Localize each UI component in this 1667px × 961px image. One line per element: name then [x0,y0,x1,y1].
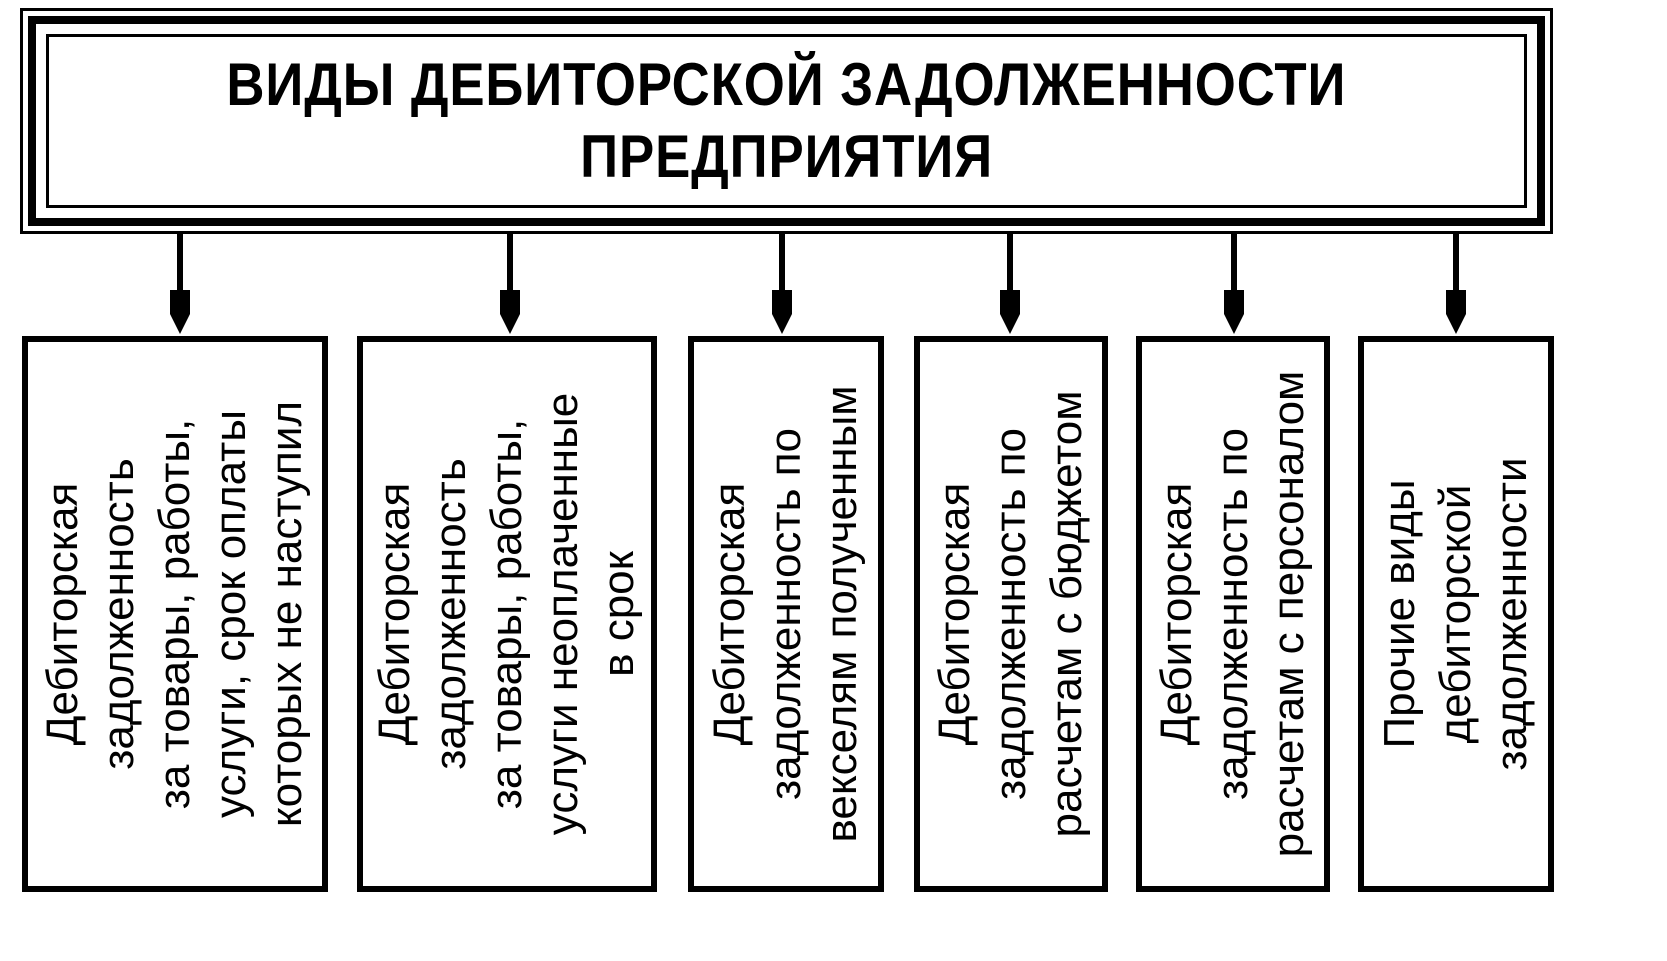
category-box-6: Прочие виды дебиторской задолженности [1358,336,1554,892]
arrow-down-icon [170,234,190,334]
arrow-down-icon [1224,234,1244,334]
category-text-5: Дебиторская задолженность по расчетам с … [1149,354,1317,874]
category-line: задолженность [426,458,475,770]
category-text-2: Дебиторская задолженность за товары, раб… [367,354,647,874]
category-text-1: Дебиторская задолженность за товары, раб… [35,354,315,874]
header-frame-outer [20,8,1553,234]
category-line: векселям полученным [817,385,866,843]
category-line: Дебиторская [38,482,87,746]
arrow-down-icon [772,234,792,334]
category-text-3: Дебиторская задолженность по векселям по… [702,354,870,874]
category-line: задолженность по [986,427,1035,801]
arrow-down-icon [500,234,520,334]
category-line: Дебиторская [370,482,419,746]
category-line: услуги, срок оплаты [206,410,255,818]
category-box-1: Дебиторская задолженность за товары, раб… [22,336,328,892]
category-text-4: Дебиторская задолженность по расчетам с … [927,354,1095,874]
category-line: задолженность по [1208,427,1257,801]
category-line: задолженности [1487,457,1536,771]
category-line: в срок [594,551,643,677]
header-box: ВИДЫ ДЕБИТОРСКОЙ ЗАДОЛЖЕННОСТИ ПРЕДПРИЯТ… [46,34,1527,208]
category-box-3: Дебиторская задолженность по векселям по… [688,336,884,892]
category-line: расчетам с бюджетом [1042,390,1091,838]
category-line: за товары, работы, [482,418,531,810]
category-box-2: Дебиторская задолженность за товары, раб… [357,336,657,892]
category-text-6: Прочие виды дебиторской задолженности [1372,354,1540,874]
header-title-line-2: ПРЕДПРИЯТИЯ [580,123,993,190]
category-line: расчетам с персоналом [1264,370,1313,858]
category-line: Дебиторская [1152,482,1201,746]
header-frame-middle [28,16,1545,226]
category-box-5: Дебиторская задолженность по расчетам с … [1136,336,1330,892]
category-box-4: Дебиторская задолженность по расчетам с … [914,336,1108,892]
category-line: задолженность [94,458,143,770]
category-line: которых не наступил [262,400,311,828]
category-line: дебиторской [1431,484,1480,744]
category-line: задолженность по [761,427,810,801]
category-line: Прочие виды [1375,479,1424,749]
category-line: Дебиторская [705,482,754,746]
category-line: Дебиторская [930,482,979,746]
category-line: услуги неоплаченные [538,392,587,836]
arrow-down-icon [1446,234,1466,334]
header-title-line-1: ВИДЫ ДЕБИТОРСКОЙ ЗАДОЛЖЕННОСТИ [226,51,1347,118]
arrow-down-icon [1000,234,1020,334]
category-line: за товары, работы, [150,418,199,810]
